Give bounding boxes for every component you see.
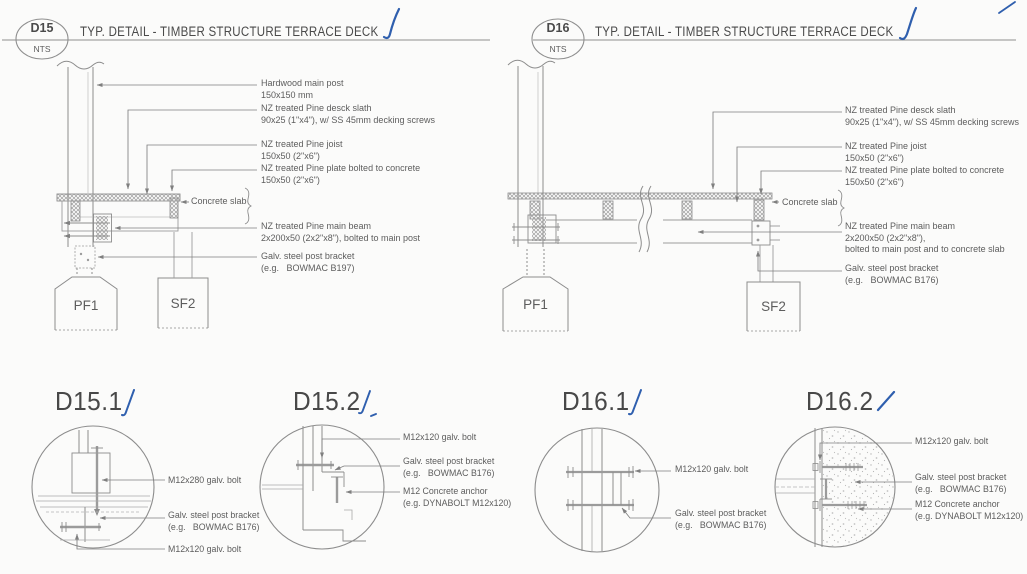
d15-1-callout-bolt-bottom: M12x120 galv. bolt	[168, 544, 242, 554]
d15-check-mark	[382, 7, 401, 40]
d16-detail-scale: NTS	[549, 44, 567, 54]
d15-callout-post-bracket: Galv. steel post bracket (e.g. BOWMAC B1…	[261, 251, 355, 273]
d16-footing-sf2: SF2	[761, 299, 786, 314]
d15-2-callout-bracket: Galv. steel post bracket (e.g. BOWMAC B1…	[403, 456, 495, 478]
d16-1-leader-lines	[621, 468, 671, 519]
d15-callout-main-beam: NZ treated Pine main beam 2x200x50 (2x2"…	[261, 221, 420, 243]
d16-2-callout-anchor: M12 Concrete anchor (e.g. DYNABOLT M12x1…	[915, 499, 1024, 521]
d15-callout-joist: NZ treated Pine joist 150x50 (2"x6")	[261, 139, 343, 161]
d16-leader-lines	[697, 111, 842, 272]
d16-callout-post-bracket: Galv. steel post bracket (e.g. BOWMAC B1…	[845, 263, 939, 285]
d15-2-detail	[259, 390, 385, 550]
d15-title-block	[2, 18, 490, 60]
d15-1-callout-bolt-top: M12x280 galv. bolt	[168, 475, 242, 485]
d15-title: TYP. DETAIL - TIMBER STRUCTURE TERRACE D…	[80, 24, 379, 39]
d16-1-detail	[534, 389, 660, 553]
d16-footing-pf1: PF1	[523, 297, 548, 312]
d16-check-mark	[898, 1, 1016, 41]
d15-label-concrete-slab: Concrete slab	[191, 196, 247, 206]
d15-leader-lines	[96, 82, 257, 260]
d16-structure	[502, 59, 846, 332]
d16-callout-deck-slath: NZ treated Pine desck slath 90x25 (1"x4"…	[845, 105, 1019, 127]
d16-2-leader-lines	[817, 442, 912, 512]
d16-callout-joist: NZ treated Pine joist 150x50 (2"x6")	[845, 141, 927, 163]
d15-footing-sf2: SF2	[170, 296, 196, 311]
d15-detail-scale: NTS	[33, 44, 51, 54]
d16-2-callout-bracket: Galv. steel post bracket (e.g. BOWMAC B1…	[915, 472, 1007, 494]
d16-label-concrete-slab: Concrete slab	[782, 197, 838, 207]
d16-1-callout-bolt: M12x120 galv. bolt	[675, 464, 749, 474]
d15-1-leader-lines	[74, 477, 165, 550]
d16-2-callout-bolt: M12x120 galv. bolt	[915, 436, 989, 446]
d16-2-title: D16.2	[806, 386, 874, 416]
d15-2-title: D15.2	[293, 386, 361, 416]
d15-2-callout-anchor: M12 Concrete anchor (e.g. DYNABOLT M12x1…	[403, 486, 512, 508]
d15-1-detail	[31, 389, 155, 549]
d16-detail-id: D16	[546, 21, 570, 35]
d15-callout-plate: NZ treated Pine plate bolted to concrete…	[261, 163, 421, 185]
d15-structure	[54, 60, 253, 331]
d16-title-block	[531, 18, 1016, 60]
d16-callout-plate: NZ treated Pine plate bolted to concrete…	[845, 165, 1005, 187]
d16-1-callout-bracket: Galv. steel post bracket (e.g. BOWMAC B1…	[675, 508, 767, 530]
d15-callout-main-post: Hardwood main post 150x150 mm	[261, 78, 344, 100]
d15-2-callout-bolt: M12x120 galv. bolt	[403, 432, 477, 442]
d15-detail-id: D15	[30, 21, 54, 35]
d15-callout-deck-slath: NZ treated Pine desck slath 90x25 (1"x4"…	[261, 103, 435, 125]
d15-footing-pf1: PF1	[73, 298, 99, 313]
d15-1-title: D15.1	[55, 386, 123, 416]
d16-title: TYP. DETAIL - TIMBER STRUCTURE TERRACE D…	[595, 24, 894, 39]
d16-1-title: D16.1	[562, 386, 630, 416]
d15-2-leader-lines	[319, 438, 400, 495]
d15-1-callout-bracket: Galv. steel post bracket (e.g. BOWMAC B1…	[168, 510, 260, 532]
d16-callout-main-beam: NZ treated Pine main beam 2x200x50 (2x2"…	[845, 221, 1005, 254]
